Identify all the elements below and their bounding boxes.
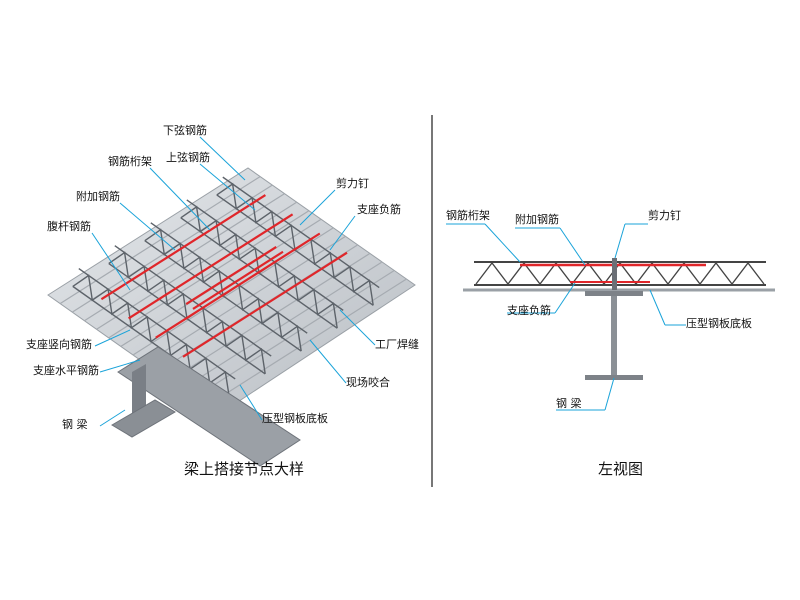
label-upper-chord: 上弦钢筋: [166, 151, 210, 164]
red-support-negative-rebar: [192, 250, 284, 310]
label-deck: 压型钢板底板: [262, 412, 328, 425]
label-support-horizontal: 支座水平钢筋: [33, 364, 99, 377]
label-factory-weld: 工厂焊缝: [375, 338, 419, 351]
red-additional-rebar: [155, 232, 321, 339]
leader-line: [239, 384, 263, 421]
leader-line: [309, 339, 347, 384]
side-label-shear-stud: 剪力钉: [648, 209, 681, 222]
leader-line: [339, 309, 376, 346]
side-leader-line: [484, 223, 521, 263]
side-web-zigzag: [475, 261, 765, 286]
side-leader-line: [614, 223, 626, 259]
label-truss: 钢筋桁架: [108, 155, 152, 168]
label-web-rebar: 腹杆钢筋: [47, 220, 91, 233]
red-additional-rebar: [182, 251, 348, 358]
label-site-seam: 现场咬合: [346, 376, 390, 389]
leader-line: [99, 359, 141, 373]
deck-rib: [169, 253, 370, 382]
truss-upper-chord: [78, 267, 236, 380]
side-leader-line: [649, 289, 666, 326]
truss-upper-chord: [222, 176, 380, 289]
label-shear-stud: 剪力钉: [336, 177, 369, 190]
side-label-additional-rebar: 附加钢筋: [515, 213, 559, 226]
leader-line: [199, 163, 256, 211]
red-support-negative-rebar: [185, 246, 277, 306]
leader-line: [119, 202, 176, 251]
deck-rib: [132, 227, 334, 356]
side-label-deck: 压型钢板底板: [686, 317, 752, 330]
right-caption: 左视图: [598, 460, 644, 478]
side-leader-line: [559, 227, 586, 266]
left-leader-lines: [91, 136, 376, 427]
leader-line: [94, 329, 131, 347]
side-shear-stud: [612, 258, 617, 290]
side-label-support-negative: 支座负筋: [507, 304, 551, 317]
red-additional-rebar: [128, 213, 294, 320]
leader-line: [199, 136, 246, 181]
right-leader-lines: [446, 223, 686, 411]
leader-line: [329, 215, 356, 251]
side-beam-top-flange: [585, 291, 643, 296]
side-beam-web: [611, 296, 617, 376]
deck-rib: [84, 193, 285, 322]
steel-beam-shape: [111, 346, 301, 467]
deck-rib: [144, 236, 346, 365]
side-beam-bottom-flange: [585, 375, 643, 380]
label-additional-rebar: 附加钢筋: [76, 190, 120, 203]
leader-line: [99, 409, 126, 427]
label-steel-beam: 钢 梁: [62, 418, 88, 431]
side-label-truss: 钢筋桁架: [446, 209, 490, 222]
label-support-vertical: 支座竖向钢筋: [26, 338, 92, 351]
deck-rib: [181, 261, 382, 390]
left-caption: 梁上搭接节点大样: [184, 460, 305, 478]
deck-rib: [193, 270, 395, 399]
side-label-steel-beam: 钢 梁: [556, 397, 582, 410]
side-web-rebars: [475, 261, 765, 286]
deck-rib: [59, 176, 261, 305]
leader-line: [91, 232, 131, 291]
truss-web: [72, 274, 230, 397]
leader-line: [149, 167, 211, 231]
side-leader-line: [604, 377, 615, 411]
additional-rebars: [100, 194, 348, 358]
side-leader-line: [554, 282, 576, 314]
label-support-negative: 支座负筋: [357, 203, 401, 216]
deck-rib: [96, 201, 297, 330]
label-lower-chord: 下弦钢筋: [163, 124, 207, 137]
leader-line: [299, 189, 336, 226]
red-additional-rebar: [100, 194, 266, 301]
